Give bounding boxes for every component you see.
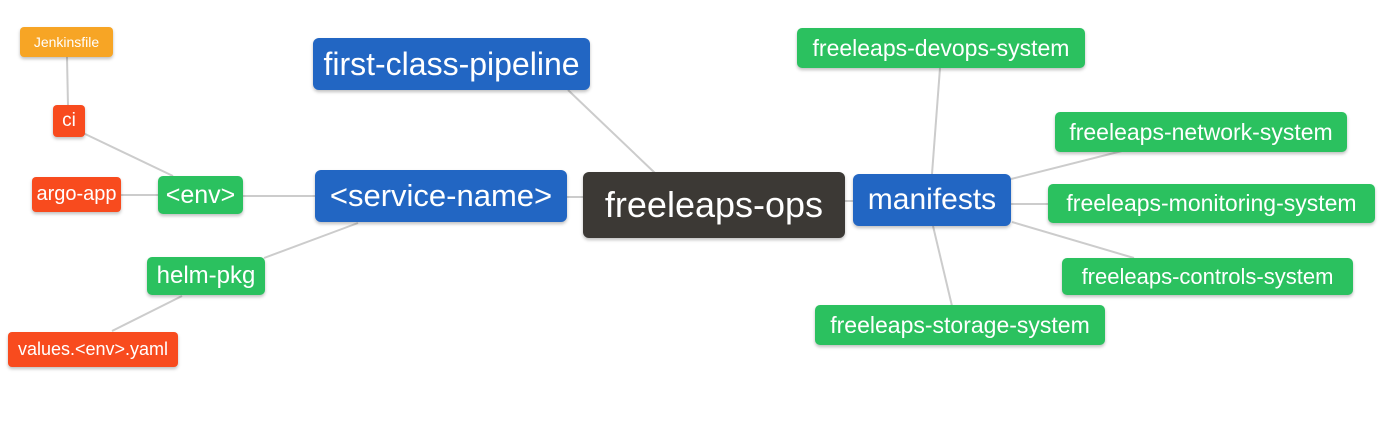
edge-helm-pkg-service-name <box>263 222 359 259</box>
node-first-class-pipeline[interactable]: first-class-pipeline <box>313 38 590 90</box>
node-env[interactable]: <env> <box>158 176 243 214</box>
edge-manifests-devops-system <box>931 67 941 175</box>
node-jenkinsfile[interactable]: Jenkinsfile <box>20 27 113 57</box>
node-ci[interactable]: ci <box>53 105 85 137</box>
node-freeleaps-controls-system[interactable]: freeleaps-controls-system <box>1062 258 1353 295</box>
node-argo-app[interactable]: argo-app <box>32 177 121 212</box>
edge-values-helm-pkg <box>111 295 183 332</box>
edge-manifests-network-system <box>1010 150 1123 180</box>
edge-pipeline-freeleaps-ops <box>567 89 657 175</box>
node-freeleaps-devops-system[interactable]: freeleaps-devops-system <box>797 28 1085 68</box>
node-freeleaps-network-system[interactable]: freeleaps-network-system <box>1055 112 1347 152</box>
node-values-env-yaml[interactable]: values.<env>.yaml <box>8 332 178 367</box>
edge-manifests-storage-system <box>932 225 953 307</box>
edge-jenkinsfile-ci <box>66 56 69 107</box>
edge-ci-env <box>82 132 174 177</box>
node-helm-pkg[interactable]: helm-pkg <box>147 257 265 295</box>
node-freeleaps-monitoring-system[interactable]: freeleaps-monitoring-system <box>1048 184 1375 223</box>
node-freeleaps-ops[interactable]: freeleaps-ops <box>583 172 845 238</box>
node-manifests[interactable]: manifests <box>853 174 1011 226</box>
edge-manifests-controls-system <box>1011 221 1135 259</box>
node-service-name[interactable]: <service-name> <box>315 170 567 222</box>
node-freeleaps-storage-system[interactable]: freeleaps-storage-system <box>815 305 1105 345</box>
